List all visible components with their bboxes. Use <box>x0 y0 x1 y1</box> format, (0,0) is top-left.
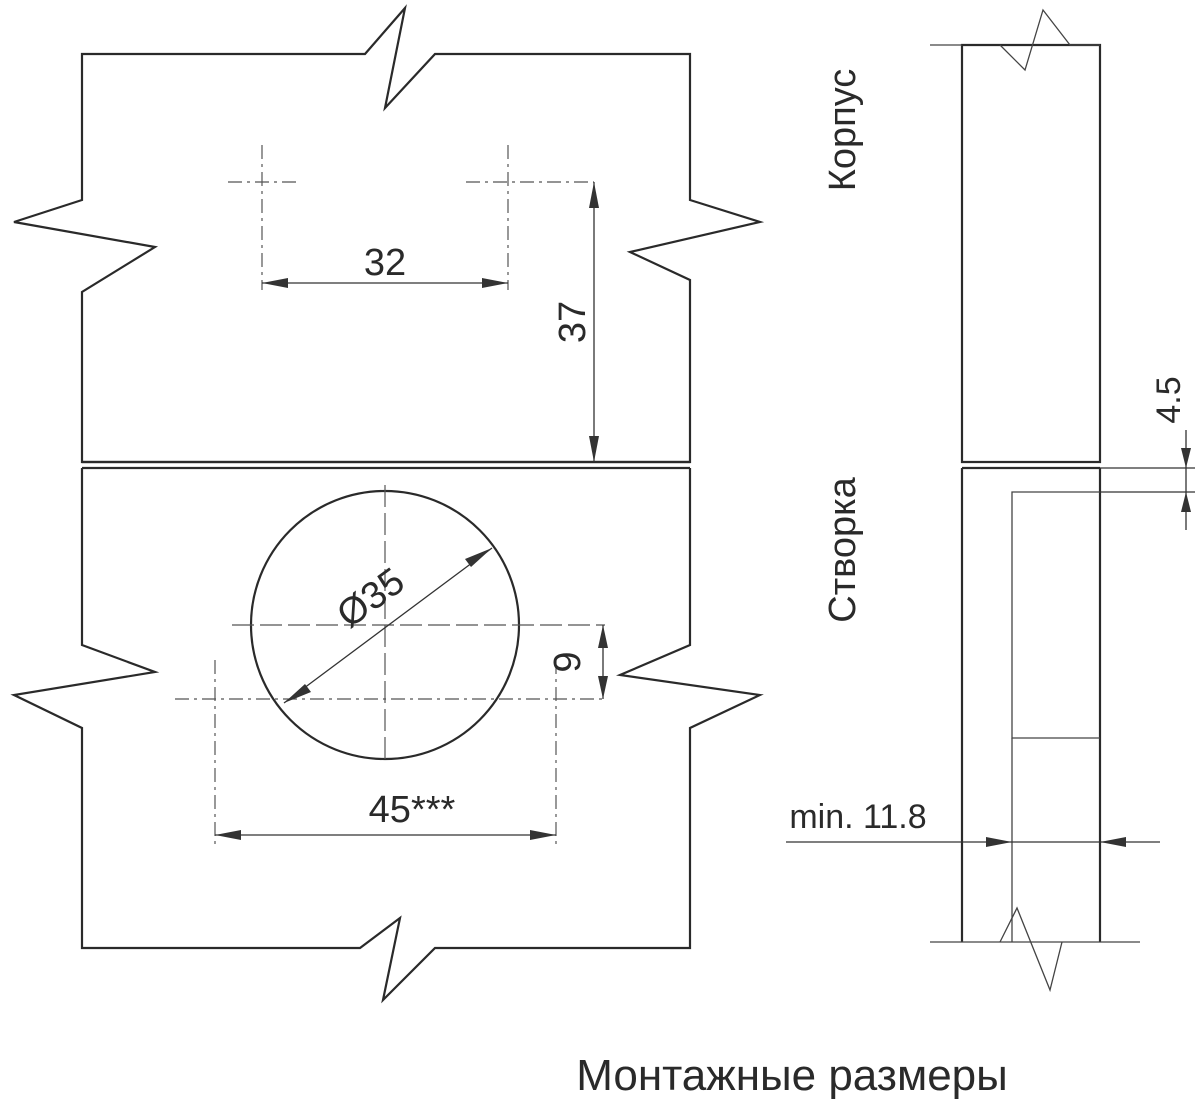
upper-hole-centerlines <box>228 145 594 290</box>
side-view-door <box>930 468 1140 993</box>
dimension-45-label: 45*** <box>369 789 456 831</box>
lower-hole-centerlines <box>175 660 605 845</box>
dimension-4-5: 4.5 <box>1100 376 1195 530</box>
cup-hole-centerlines <box>232 485 605 765</box>
lower-panel-outline <box>10 468 764 1004</box>
dimension-37-label: 37 <box>552 301 594 343</box>
dimension-32-label: 32 <box>364 242 406 284</box>
side-view-cabinet <box>930 8 1102 464</box>
dimension-45: 45*** <box>215 789 556 840</box>
dimension-37: 37 <box>552 182 599 462</box>
dimension-9-label: 9 <box>547 651 589 672</box>
label-korpus: Корпус <box>822 69 864 192</box>
dimension-4-5-label: 4.5 <box>1150 376 1188 423</box>
dimension-diameter-35: Ø35 <box>283 547 493 704</box>
dimension-diameter-35-label: Ø35 <box>330 560 413 636</box>
dimension-9: 9 <box>547 625 608 699</box>
upper-panel-outline <box>13 4 765 464</box>
label-stvorka: Створка <box>822 476 864 622</box>
dimension-min-11-8: min. 11.8 <box>786 798 1160 847</box>
dimension-min-11-8-label: min. 11.8 <box>789 798 926 836</box>
diagram-caption: Монтажные размеры <box>576 1051 1008 1100</box>
dimension-32: 32 <box>262 242 508 288</box>
